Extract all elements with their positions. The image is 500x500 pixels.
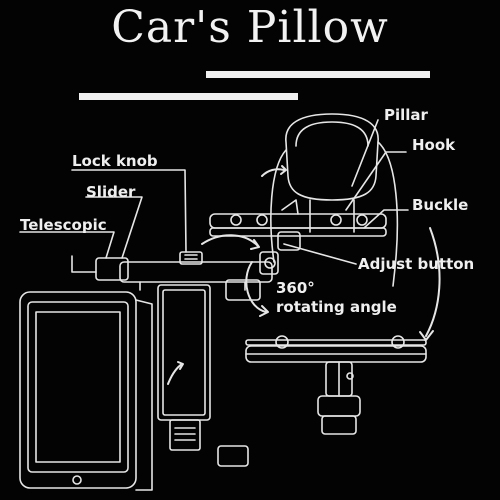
headrest-mount-bar [209,199,387,275]
tablet-illustration [19,291,153,491]
label-hook: Hook [412,136,456,154]
title-underline-left [79,93,298,100]
title-underline-right [206,71,430,78]
leader-lines [19,119,409,273]
label-rotation-value: 360° [276,279,315,297]
label-rotating-angle: rotating angle [276,298,397,316]
label-pillar: Pillar [384,106,428,124]
arrows [167,165,441,385]
label-slider: Slider [86,183,136,201]
holder-illustration [95,251,273,467]
label-buckle: Buckle [412,196,469,214]
headrest-illustration [270,113,399,287]
label-telescopic: Telescopic [20,216,107,234]
label-lock-knob: Lock knob [72,152,158,170]
diagram-title: Car's Pillow [111,2,389,53]
bar-closeup-illustration [245,335,427,435]
label-adjust-button: Adjust button [358,255,475,273]
